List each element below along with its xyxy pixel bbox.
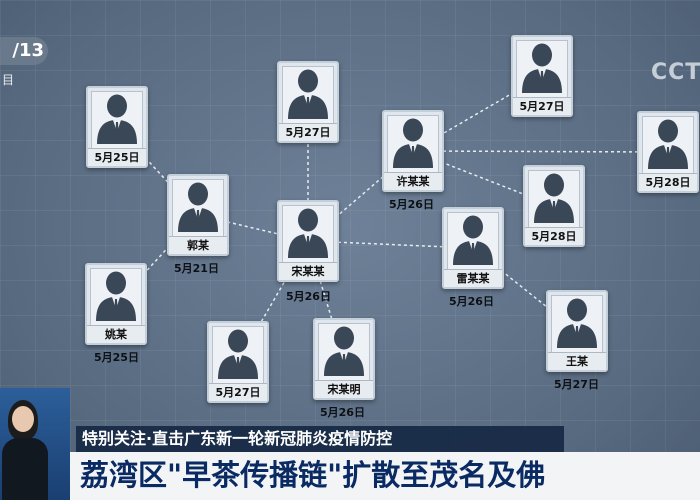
person-name-label: 姚某 xyxy=(87,325,145,343)
person-date-label: 5月27日 xyxy=(209,383,267,401)
person-silhouette-icon xyxy=(534,173,574,223)
person-silhouette-icon xyxy=(96,271,136,321)
person-date-label: 5月27日 xyxy=(513,97,571,115)
person-card: 郭某 xyxy=(167,174,229,256)
person-silhouette-icon xyxy=(453,215,493,265)
person-name-label: 宋某某 xyxy=(279,262,337,280)
presenter-body xyxy=(2,438,48,500)
person-card: 5月27日 xyxy=(277,61,339,143)
person-card: 宋某明 xyxy=(313,318,375,400)
person-date-label: 5月28日 xyxy=(639,173,697,191)
person-card: 宋某某 xyxy=(277,200,339,282)
banner-headline: 荔湾区"早茶传播链"扩散至茂名及佛 xyxy=(70,452,700,500)
onset-date-label: 5月26日 xyxy=(320,406,365,419)
person-date-label: 5月27日 xyxy=(279,123,337,141)
onset-date-label: 5月25日 xyxy=(94,351,139,364)
person-silhouette-icon xyxy=(288,208,328,258)
onset-date-label: 5月21日 xyxy=(174,262,219,275)
person-card: 王某 xyxy=(546,290,608,372)
person-silhouette-icon xyxy=(97,94,137,144)
person-card: 5月27日 xyxy=(511,35,573,117)
presenter-face xyxy=(12,406,34,432)
person-name-label: 雷某某 xyxy=(444,269,502,287)
person-date-label: 5月28日 xyxy=(525,227,583,245)
person-name-label: 王某 xyxy=(548,352,606,370)
onset-date-label: 5月26日 xyxy=(286,290,331,303)
date-badge-sub: 目 xyxy=(2,73,15,87)
person-name-label: 郭某 xyxy=(169,236,227,254)
person-silhouette-icon xyxy=(557,298,597,348)
person-card: 姚某 xyxy=(85,263,147,345)
onset-date-label: 5月26日 xyxy=(389,198,434,211)
person-card: 5月28日 xyxy=(637,111,699,193)
channel-logo: CCT xyxy=(651,60,700,85)
person-card: 5月25日 xyxy=(86,86,148,168)
person-silhouette-icon xyxy=(324,326,364,376)
banner-subtitle: 特别关注·直击广东新一轮新冠肺炎疫情防控 xyxy=(76,426,564,452)
person-silhouette-icon xyxy=(178,182,218,232)
person-silhouette-icon xyxy=(288,69,328,119)
onset-date-label: 5月27日 xyxy=(554,378,599,391)
person-silhouette-icon xyxy=(393,118,433,168)
person-silhouette-icon xyxy=(648,119,688,169)
date-badge: /13 xyxy=(0,37,48,65)
person-card: 5月27日 xyxy=(207,321,269,403)
person-silhouette-icon xyxy=(218,329,258,379)
person-name-label: 宋某明 xyxy=(315,380,373,398)
person-card: 雷某某 xyxy=(442,207,504,289)
person-name-label: 许某某 xyxy=(384,172,442,190)
person-silhouette-icon xyxy=(522,43,562,93)
transmission-link xyxy=(412,150,669,153)
person-date-label: 5月25日 xyxy=(88,148,146,166)
person-card: 5月28日 xyxy=(523,165,585,247)
presenter-inset xyxy=(0,388,70,500)
person-card: 许某某 xyxy=(382,110,444,192)
onset-date-label: 5月26日 xyxy=(449,295,494,308)
